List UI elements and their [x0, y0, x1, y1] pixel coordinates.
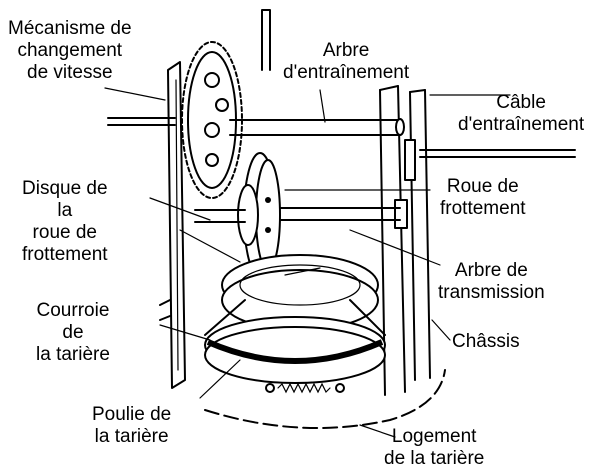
- spring: [265, 382, 345, 394]
- auger-pulley: [204, 299, 386, 384]
- transmission-shaft: [194, 207, 401, 223]
- frame-rails: [107, 117, 576, 158]
- gear-shift-gear: [181, 41, 243, 199]
- label-chassis: Châssis: [452, 331, 520, 352]
- label-transmission-shaft: Arbre de transmission: [438, 260, 545, 303]
- label-gear-shift-mechanism: Mécanisme de changement de vitesse: [8, 18, 132, 83]
- auger-housing: [204, 369, 446, 429]
- label-auger-housing: Logement de la tarière: [384, 426, 485, 469]
- top-rod: [261, 9, 271, 71]
- drive-shaft: [229, 118, 405, 136]
- left-side-plate: [159, 61, 186, 389]
- label-friction-disc: Disque de la roue de frottement: [22, 178, 108, 265]
- label-drive-cable: Câble d'entraînement: [458, 92, 585, 135]
- right-chassis-pillars: [379, 85, 431, 396]
- label-friction-wheel: Roue de frottement: [440, 176, 526, 219]
- label-auger-pulley: Poulie de la tarière: [92, 404, 172, 447]
- label-drive-shaft: Arbre d'entraînement: [283, 40, 410, 83]
- leader-lines: [104, 87, 511, 438]
- label-auger-belt: Courroie de la tarière: [36, 300, 110, 365]
